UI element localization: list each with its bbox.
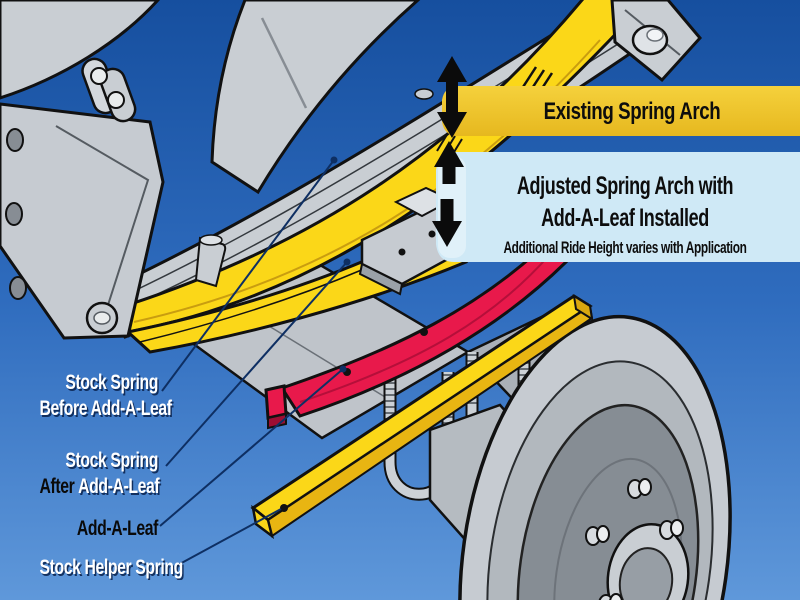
up-arrow-icon <box>434 141 464 184</box>
callout-line: Stock Spring <box>65 371 158 394</box>
spring-clips <box>194 88 434 288</box>
frame-rail <box>0 0 421 195</box>
down-arrow-icon <box>432 199 462 247</box>
adjusted-spring-arch-label-line2: Add-A-Leaf Installed <box>541 204 709 232</box>
shackle <box>610 0 702 83</box>
leader-lines <box>159 156 351 567</box>
adjusted-spring-arch-banner <box>436 152 800 262</box>
lug-studs <box>585 478 684 600</box>
callout-line: Stock Spring <box>65 449 158 472</box>
spring-hanger-bracket <box>0 57 165 340</box>
brake-drum <box>458 314 732 600</box>
stock-helper-spring <box>250 293 594 540</box>
double-arrow-icon <box>437 56 467 138</box>
adjusted-spring-arch-label-line1: Adjusted Spring Arch with <box>516 172 734 200</box>
ride-height-note: Additional Ride Height varies with Appli… <box>503 239 747 257</box>
callout-word-addaleaf: Add-A-Leaf <box>78 475 160 498</box>
existing-spring-arch-banner <box>442 86 800 136</box>
callout-stock-helper-spring: Stock Helper Spring <box>39 556 184 579</box>
callout-word-after: After <box>39 475 75 498</box>
existing-spring-arch-label: Existing Spring Arch <box>543 98 721 125</box>
callout-add-a-leaf: Add-A-Leaf <box>76 517 158 540</box>
callout-stock-spring-before: Stock Spring Before Add-A-Leaf <box>39 370 173 422</box>
callout-line: Before Add-A-Leaf <box>39 397 173 420</box>
